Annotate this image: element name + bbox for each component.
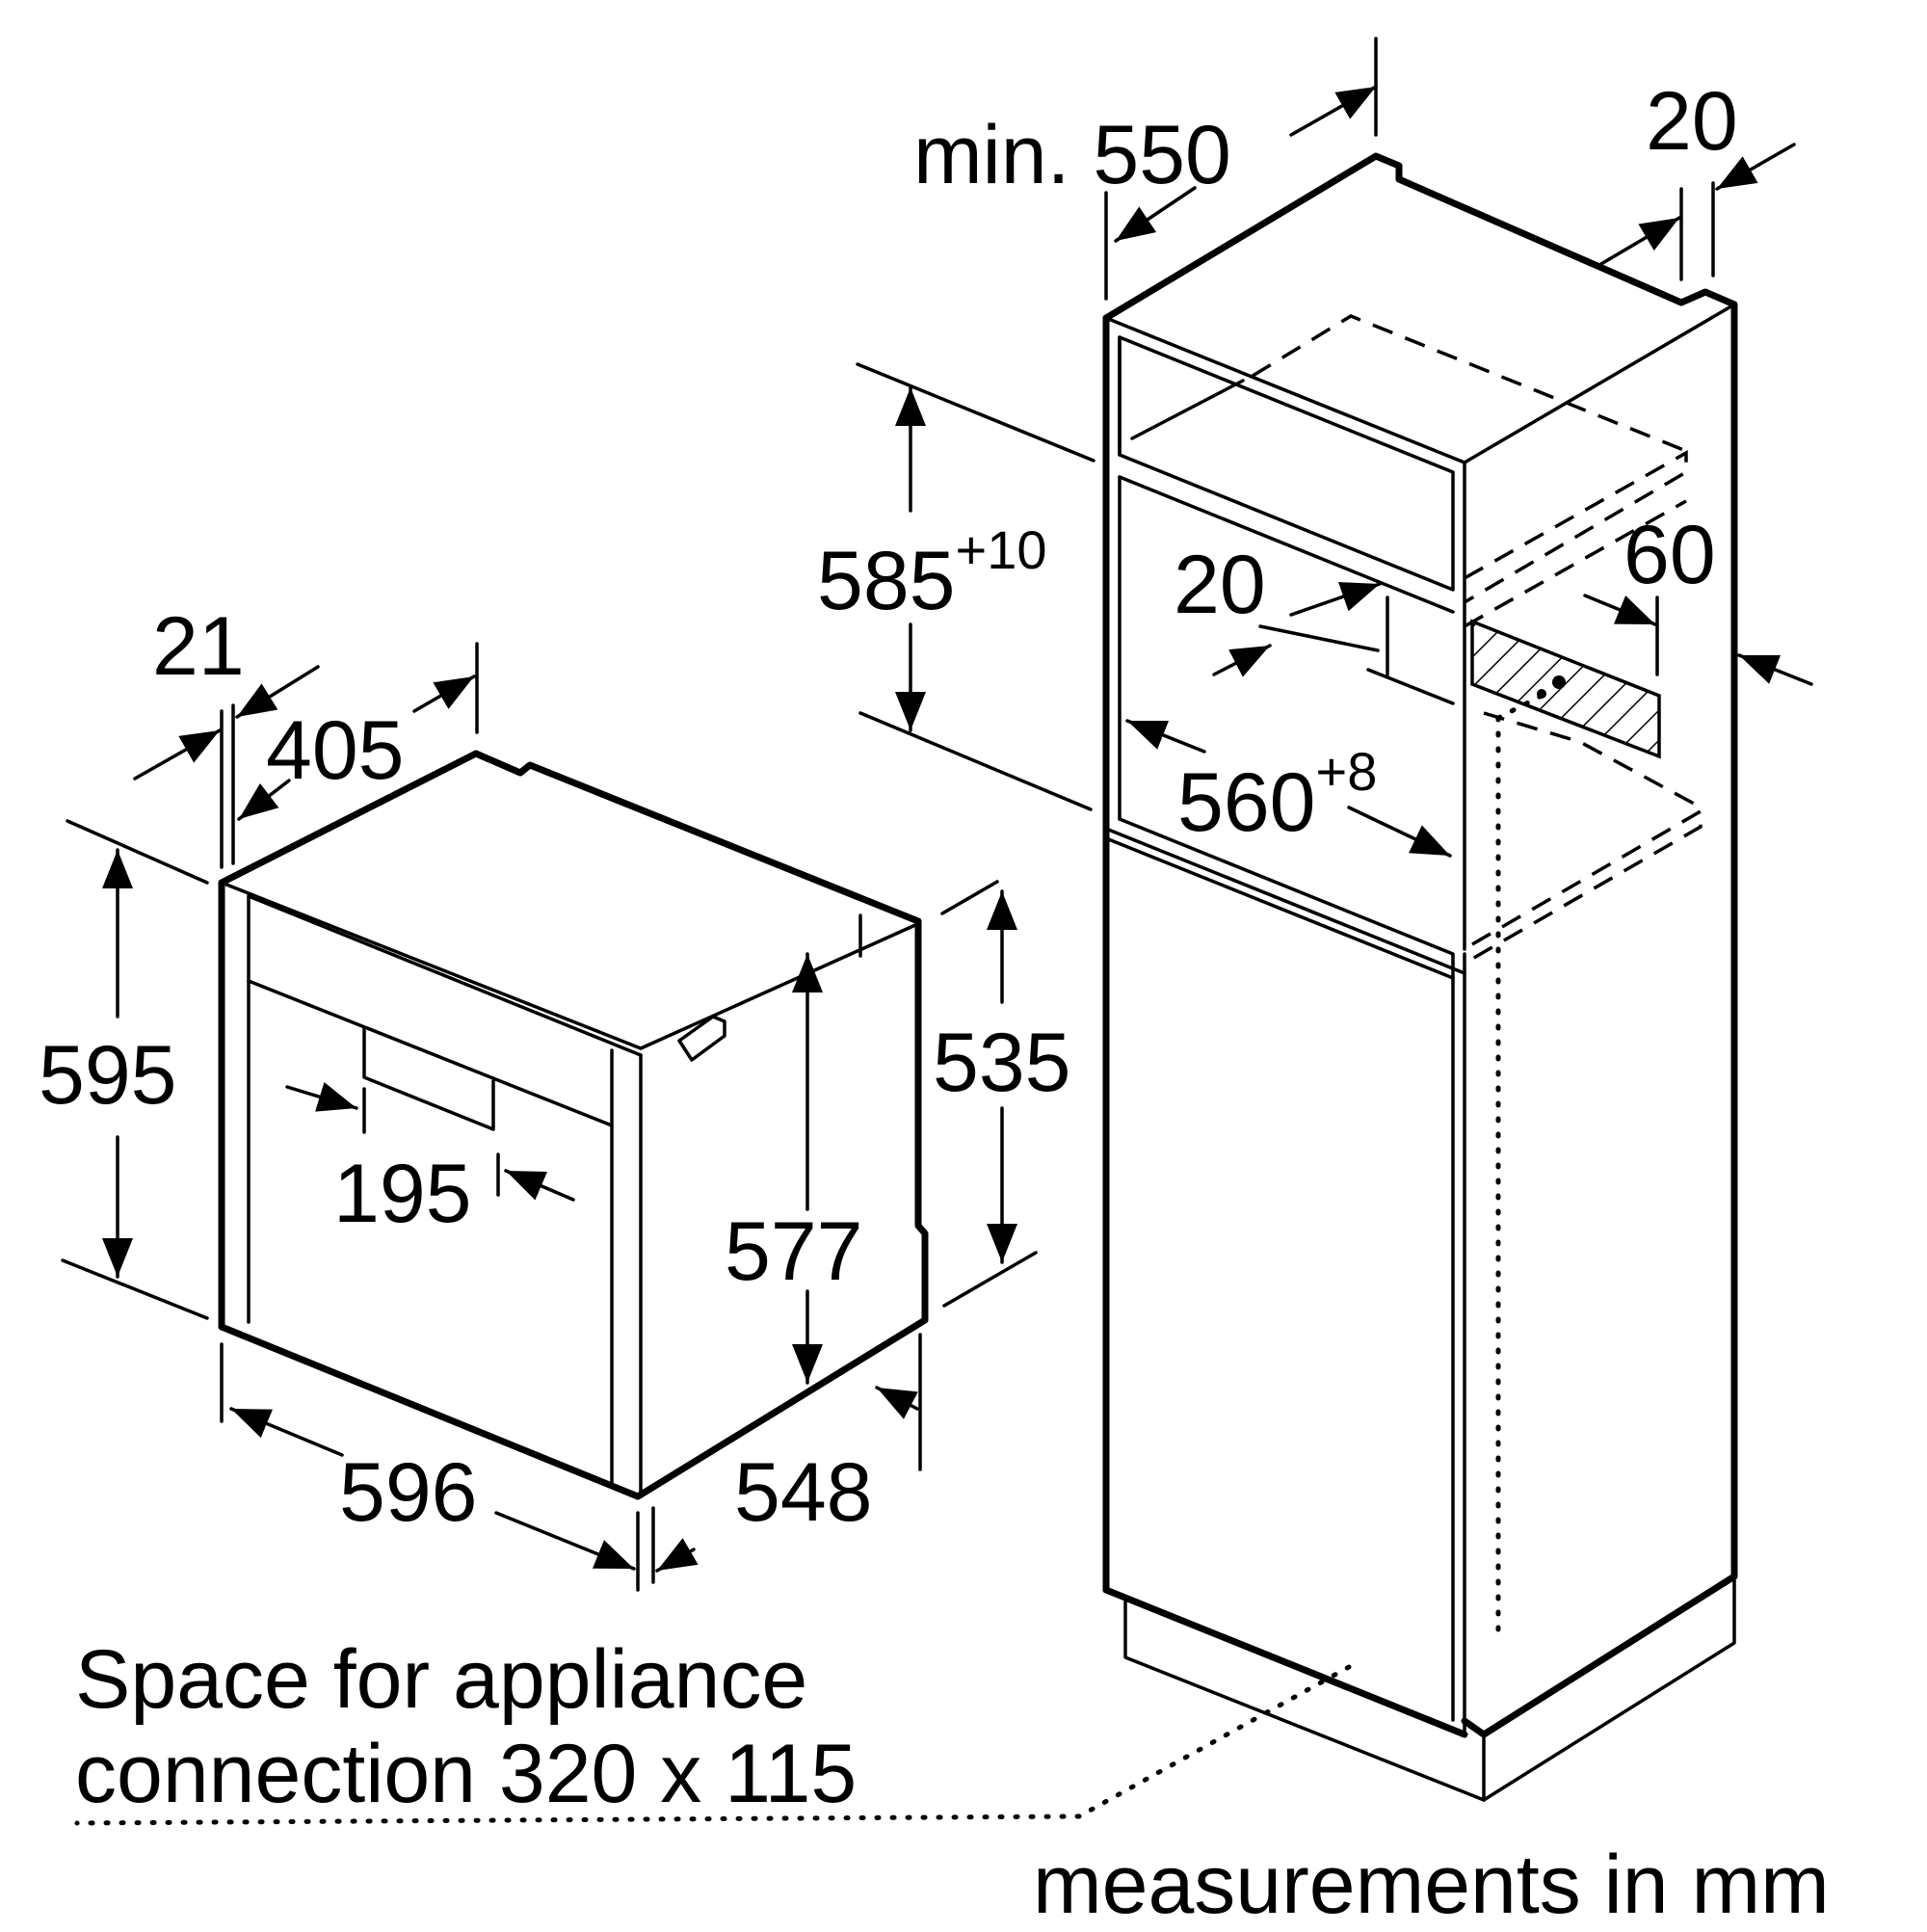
label-548: 548 [734, 1446, 873, 1539]
label-min-550: min. 550 [913, 109, 1231, 201]
label-585: 585+10 [817, 519, 1047, 627]
label-60: 60 [1623, 509, 1716, 601]
note-connection-line2: connection 320 x 115 [75, 1728, 857, 1820]
appliance-drawing [218, 750, 929, 1500]
label-596: 596 [339, 1446, 478, 1539]
label-595: 595 [39, 1029, 177, 1122]
label-560: 560+8 [1177, 741, 1377, 849]
dimension-lines [61, 37, 1813, 1592]
label-560-tolerance: +8 [1316, 741, 1378, 802]
label-585-value: 585 [817, 535, 956, 627]
label-535: 535 [933, 1017, 1071, 1109]
label-560-value: 560 [1177, 756, 1316, 849]
label-585-tolerance: +10 [956, 519, 1047, 580]
label-195: 195 [333, 1148, 472, 1240]
label-20-top: 20 [1646, 75, 1738, 168]
note-units: measurements in mm [1033, 1839, 1830, 1927]
label-405: 405 [266, 704, 405, 797]
label-20-middle: 20 [1174, 539, 1266, 631]
label-21: 21 [152, 600, 245, 693]
cabinet-drawing [74, 152, 1738, 1826]
label-577: 577 [725, 1205, 863, 1298]
note-connection-line1: Space for appliance [75, 1633, 807, 1726]
